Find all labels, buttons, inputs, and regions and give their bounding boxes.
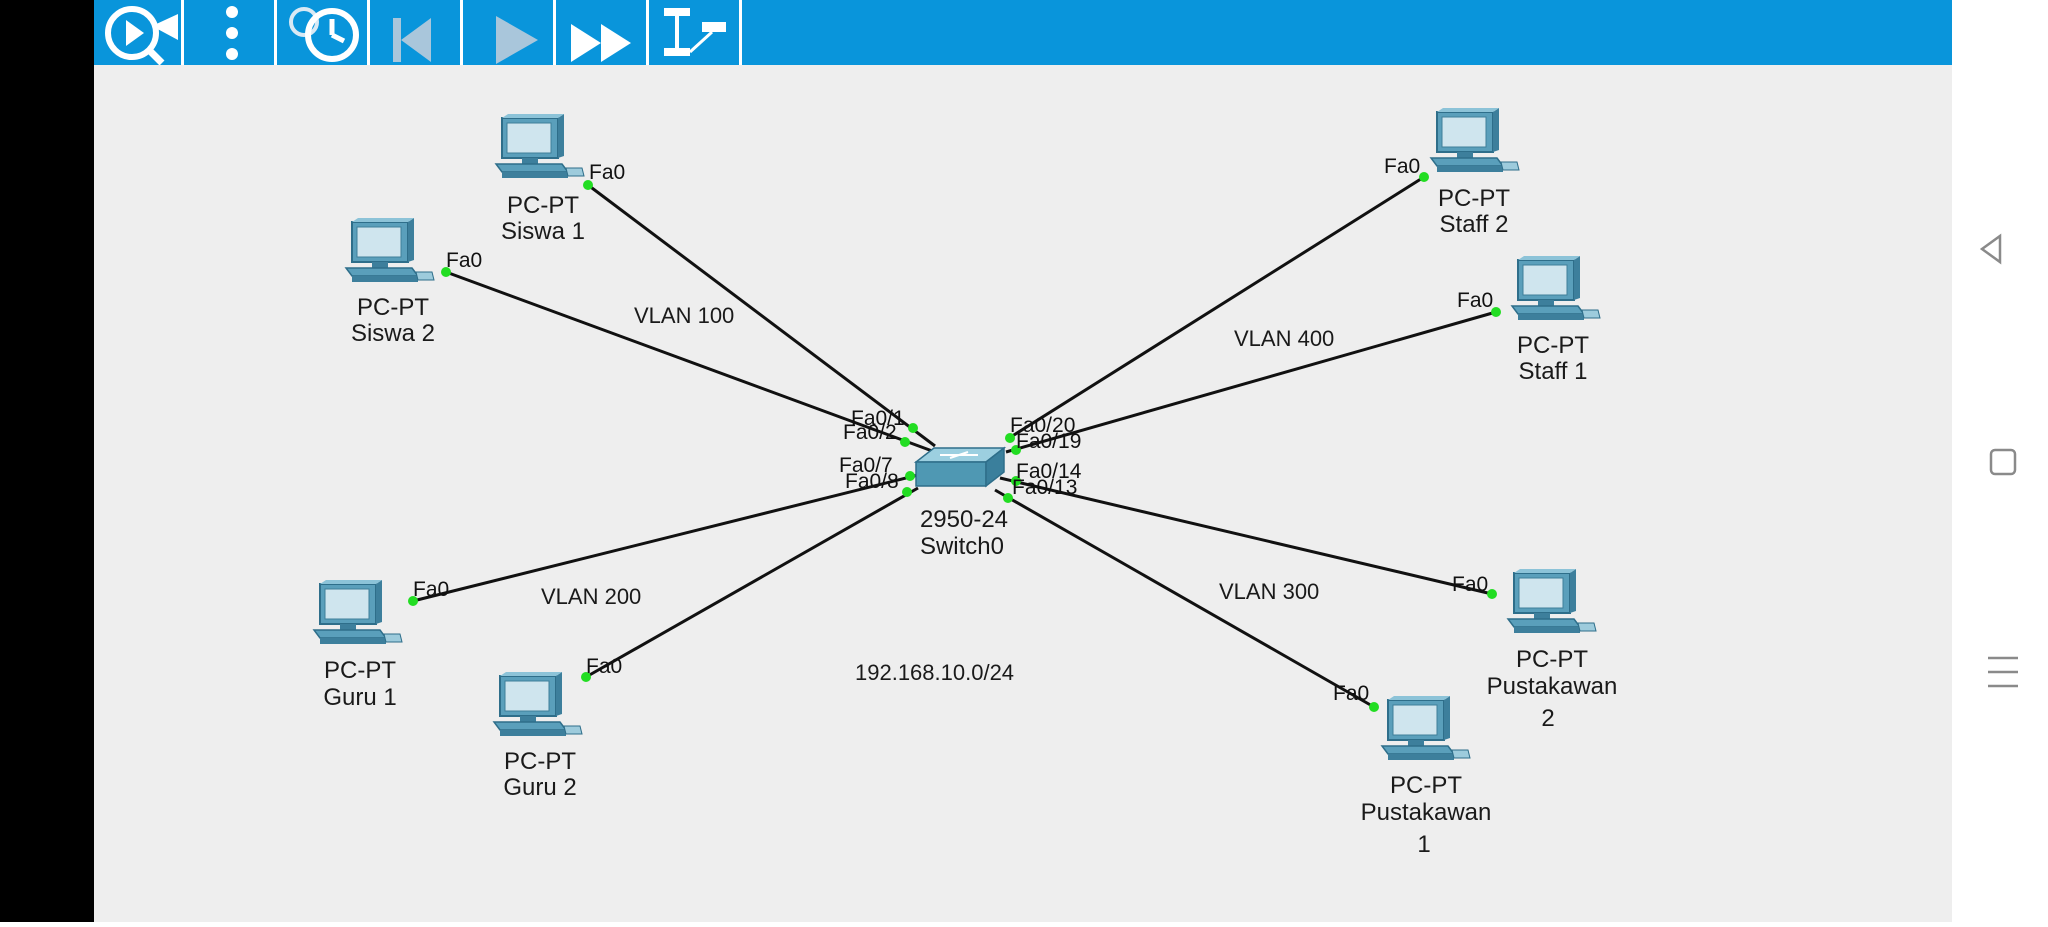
pc-type-label: PC-PT [324, 657, 396, 684]
pc-type-label: PC-PT [1390, 772, 1462, 799]
logical-workspace[interactable] [94, 0, 1952, 922]
more-options-button[interactable] [187, 0, 277, 65]
home-square-icon[interactable] [1989, 448, 2017, 476]
link-lights [408, 172, 1501, 712]
port-label-fa0-13: Fa0/13 [1012, 476, 1077, 499]
vlan-100-note[interactable]: VLAN 100 [634, 303, 734, 328]
switch-icon [913, 446, 1007, 488]
pc-pustakawan-1[interactable]: PC-PT Pustakawan 1 Fa0 [1333, 682, 1491, 858]
pc-siswa-1[interactable]: PC-PT Siswa 1 Fa0 [495, 113, 625, 245]
pc-siswa-2[interactable]: PC-PT Siswa 2 Fa0 [345, 217, 482, 347]
cable-pustakawan2 [999, 476, 1493, 596]
step-back-button[interactable] [373, 0, 463, 65]
pc-type-label: PC-PT [1517, 332, 1589, 359]
pc-name-label: Staff 2 [1440, 211, 1509, 238]
pc-name-label: Siswa 2 [351, 320, 435, 347]
pc-name-label-line2: 1 [1417, 831, 1430, 858]
pc-name-label: Guru 1 [323, 684, 396, 711]
switch-port-labels: Fa0/1 Fa0/2 Fa0/7 Fa0/8 Fa0/20 Fa0/19 Fa… [839, 407, 1082, 499]
pc-name-label: Guru 2 [503, 774, 576, 801]
pc-icon [1430, 107, 1520, 173]
menu-lines-icon[interactable] [1988, 656, 2018, 688]
pc-icon [493, 671, 583, 737]
topology-view-button[interactable] [652, 0, 742, 65]
pc-icon [313, 579, 403, 645]
pc-name-label: Pustakawan [1361, 799, 1492, 826]
pc-port-label: Fa0 [413, 578, 449, 601]
pc-icon [495, 113, 585, 179]
pc-type-label: PC-PT [507, 192, 579, 219]
port-label-fa0-2: Fa0/2 [843, 421, 897, 444]
stopwatch-clock-icon [289, 7, 359, 62]
network-address-note[interactable]: 192.168.10.0/24 [855, 660, 1014, 685]
android-nav-bar [1952, 0, 2048, 922]
play-icon [496, 16, 538, 64]
pc-port-label: Fa0 [446, 249, 482, 272]
vlan-200-note[interactable]: VLAN 200 [541, 584, 641, 609]
port-label-fa0-14: Fa0/14 [1016, 460, 1082, 483]
nav-icons [1979, 233, 2018, 688]
cable-guru1 [412, 473, 919, 603]
vlan-400-note[interactable]: VLAN 400 [1234, 326, 1334, 351]
fast-forward-icon [571, 24, 631, 62]
pc-name-label: Siswa 1 [501, 218, 585, 245]
port-label-fa0-20: Fa0/20 [1010, 414, 1075, 437]
toolbar [94, 0, 1952, 66]
switch-model-label: 2950-24 [920, 506, 1008, 533]
cable-guru2 [585, 486, 919, 679]
pc-staff-1[interactable]: PC-PT Staff 1 Fa0 [1457, 255, 1601, 385]
pc-port-label: Fa0 [1452, 573, 1488, 596]
simulation-clock-button[interactable] [280, 0, 370, 65]
switch-device[interactable]: 2950-24 Switch0 [913, 446, 1008, 560]
port-label-fa0-8: Fa0/8 [845, 470, 899, 493]
port-label-fa0-19: Fa0/19 [1016, 430, 1081, 453]
pc-staff-2[interactable]: PC-PT Staff 2 Fa0 [1384, 107, 1520, 238]
cable-siswa1 [587, 183, 936, 448]
pc-port-label: Fa0 [586, 655, 622, 678]
cable-staff1 [1005, 310, 1497, 454]
cable-staff2 [1005, 175, 1425, 442]
left-black-bar [0, 0, 94, 922]
cable-siswa2 [445, 270, 936, 454]
pc-type-label: PC-PT [357, 294, 429, 321]
port-label-fa0-7: Fa0/7 [839, 454, 893, 477]
pc-port-label: Fa0 [589, 161, 625, 184]
step-back-icon [393, 18, 431, 62]
pc-guru-2[interactable]: PC-PT Guru 2 Fa0 [493, 655, 622, 801]
switch-name-label: Switch0 [920, 533, 1004, 560]
fast-forward-button[interactable] [559, 0, 649, 65]
pc-port-label: Fa0 [1333, 682, 1369, 705]
pc-type-label: PC-PT [1438, 185, 1510, 212]
cable-pustakawan1 [994, 488, 1375, 709]
pc-guru-1[interactable]: PC-PT Guru 1 Fa0 [313, 578, 449, 711]
pc-icon [1511, 255, 1601, 321]
pc-name-label: Pustakawan [1487, 673, 1618, 700]
pc-icon [1507, 568, 1597, 634]
port-label-fa0-1: Fa0/1 [851, 407, 905, 430]
pc-name-label: Staff 1 [1519, 358, 1588, 385]
pc-type-label: PC-PT [1516, 646, 1588, 673]
cables [412, 175, 1497, 709]
pc-port-label: Fa0 [1457, 289, 1493, 312]
pc-pustakawan-2[interactable]: PC-PT Pustakawan 2 Fa0 [1452, 568, 1618, 732]
realtime-magnifier-icon [105, 6, 178, 66]
pc-icon [345, 217, 435, 283]
pc-icon [1381, 695, 1471, 761]
pc-name-label-line2: 2 [1541, 705, 1554, 732]
vlan-300-note[interactable]: VLAN 300 [1219, 579, 1319, 604]
simulation-mode-button[interactable] [94, 0, 184, 66]
pc-type-label: PC-PT [504, 748, 576, 775]
back-triangle-icon[interactable] [1979, 233, 2002, 265]
vertical-dots-icon [226, 6, 238, 60]
play-button[interactable] [466, 0, 556, 65]
pc-port-label: Fa0 [1384, 155, 1420, 178]
topology-icon [664, 8, 726, 56]
